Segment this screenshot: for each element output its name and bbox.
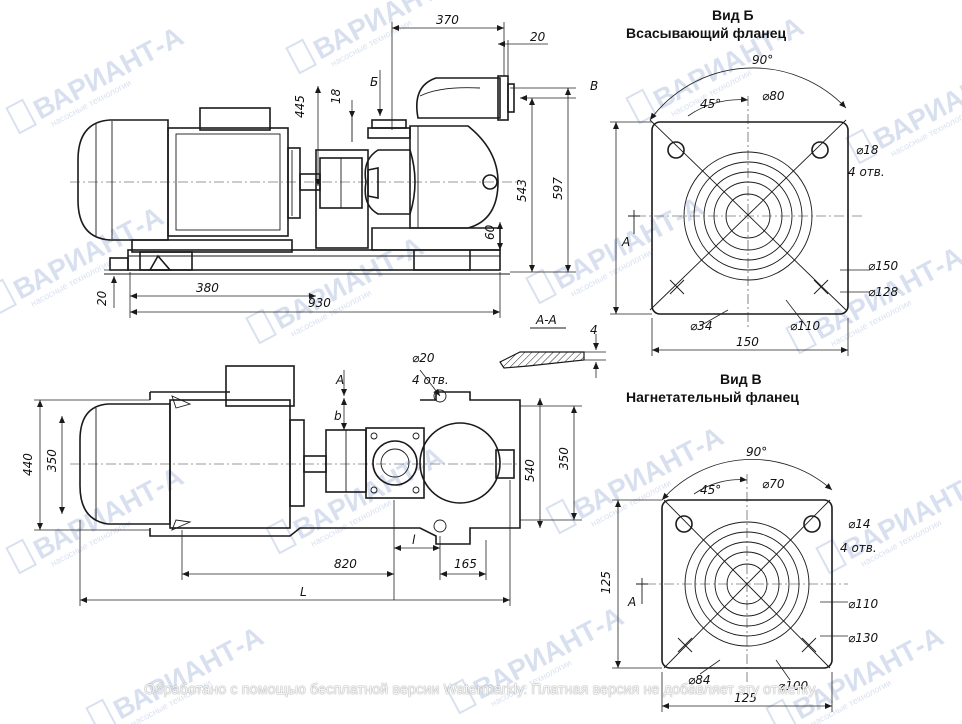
dim-18: 18 xyxy=(329,88,343,104)
dim-60: 60 xyxy=(483,224,497,240)
flange-v-phi70: ⌀70 xyxy=(762,477,785,491)
watermark-brand: ВАРИАНТ-А xyxy=(28,460,188,565)
dim-543: 543 xyxy=(515,179,529,202)
dim-20-left: 20 xyxy=(95,290,109,306)
view-v-title: Вид В xyxy=(720,371,762,387)
dim-350-left: 350 xyxy=(45,449,59,472)
flange-b-phi110: ⌀110 xyxy=(790,319,820,333)
watermark-brand: ВАРИАНТ-А xyxy=(28,20,188,125)
flange-b-angle-45: 45° xyxy=(700,97,721,111)
flange-v-phi110: ⌀110 xyxy=(848,597,878,611)
dim-370: 370 xyxy=(436,13,459,27)
side-view-dimensions: 370 20 Б В 445 18 597 543 60 20 380 930 xyxy=(95,13,598,318)
plan-a-mark: А xyxy=(335,373,344,387)
watermark-brand: ВАРИАНТ-А xyxy=(8,200,168,305)
flange-b-angle-90: 90° xyxy=(752,53,773,67)
dim-20-top: 20 xyxy=(530,30,546,44)
flange-b-holes: 4 отв. xyxy=(848,165,885,179)
dim-phi20: ⌀20 xyxy=(412,351,435,365)
plan-view-dimensions: ⌀20 4 отв. А b 440 350 540 350 820 l 165… xyxy=(21,351,582,606)
flange-v-angle-90: 90° xyxy=(746,445,767,459)
flange-v-125-left: 125 xyxy=(599,571,613,594)
view-b-arrow-label: Б xyxy=(370,75,378,89)
view-v-subtitle: Нагнетательный фланец xyxy=(626,389,799,405)
flange-view-b: Вид Б Всасывающий фланец 90° 45° ⌀80 ⌀18 xyxy=(610,7,898,356)
view-b-subtitle: Всасывающий фланец xyxy=(626,25,786,41)
flange-v-125-bottom: 125 xyxy=(734,691,757,705)
flange-b-width-150: 150 xyxy=(736,335,759,349)
flange-v-phi14: ⌀14 xyxy=(848,517,871,531)
dim-L: L xyxy=(300,585,307,599)
plan-view xyxy=(70,365,521,545)
dim-930: 930 xyxy=(308,296,331,310)
flange-b-phi34: ⌀34 xyxy=(690,319,713,333)
plan-b-mark: b xyxy=(334,409,342,423)
section-title: А-А xyxy=(535,313,557,327)
flange-v-holes: 4 отв. xyxy=(840,541,877,555)
dim-380: 380 xyxy=(196,281,219,295)
flange-b-phi128: ⌀128 xyxy=(868,285,898,299)
watermark-brand: ВАРИАНТ-А xyxy=(108,620,268,724)
watermark-brand: ВАРИАНТ-А xyxy=(568,420,728,525)
flange-view-v: Вид В Нагнетательный фланец 90° 45° ⌀70 … xyxy=(599,371,878,712)
flange-v-phi130: ⌀130 xyxy=(848,631,878,645)
section-a-a: А-А 4 xyxy=(499,313,606,378)
flange-b-phi18: ⌀18 xyxy=(856,143,879,157)
flange-b-phi150: ⌀150 xyxy=(868,259,898,273)
watermarkly-footer: Обработано с помощью бесплатной версии W… xyxy=(143,682,819,698)
side-view xyxy=(70,75,520,275)
flange-b-a-mark: А xyxy=(621,235,630,249)
flange-v-angle-45: 45° xyxy=(700,483,721,497)
dim-597: 597 xyxy=(551,177,565,200)
dim-820: 820 xyxy=(334,557,357,571)
flange-b-phi80: ⌀80 xyxy=(762,89,785,103)
dim-540: 540 xyxy=(523,459,537,482)
view-v-arrow-label: В xyxy=(590,79,598,93)
dim-350-right: 350 xyxy=(557,447,571,470)
view-b-title: Вид Б xyxy=(712,7,754,23)
flange-v-a-mark: А xyxy=(627,595,636,609)
dim-445: 445 xyxy=(293,95,307,118)
dim-holes-plan: 4 отв. xyxy=(412,373,449,387)
flange-v-phi100: ⌀100 xyxy=(778,679,808,693)
dim-4: 4 xyxy=(590,323,598,337)
dim-l: l xyxy=(412,533,416,547)
dim-440: 440 xyxy=(21,453,35,476)
flange-v-phi84: ⌀84 xyxy=(688,673,711,687)
dim-165: 165 xyxy=(454,557,477,571)
